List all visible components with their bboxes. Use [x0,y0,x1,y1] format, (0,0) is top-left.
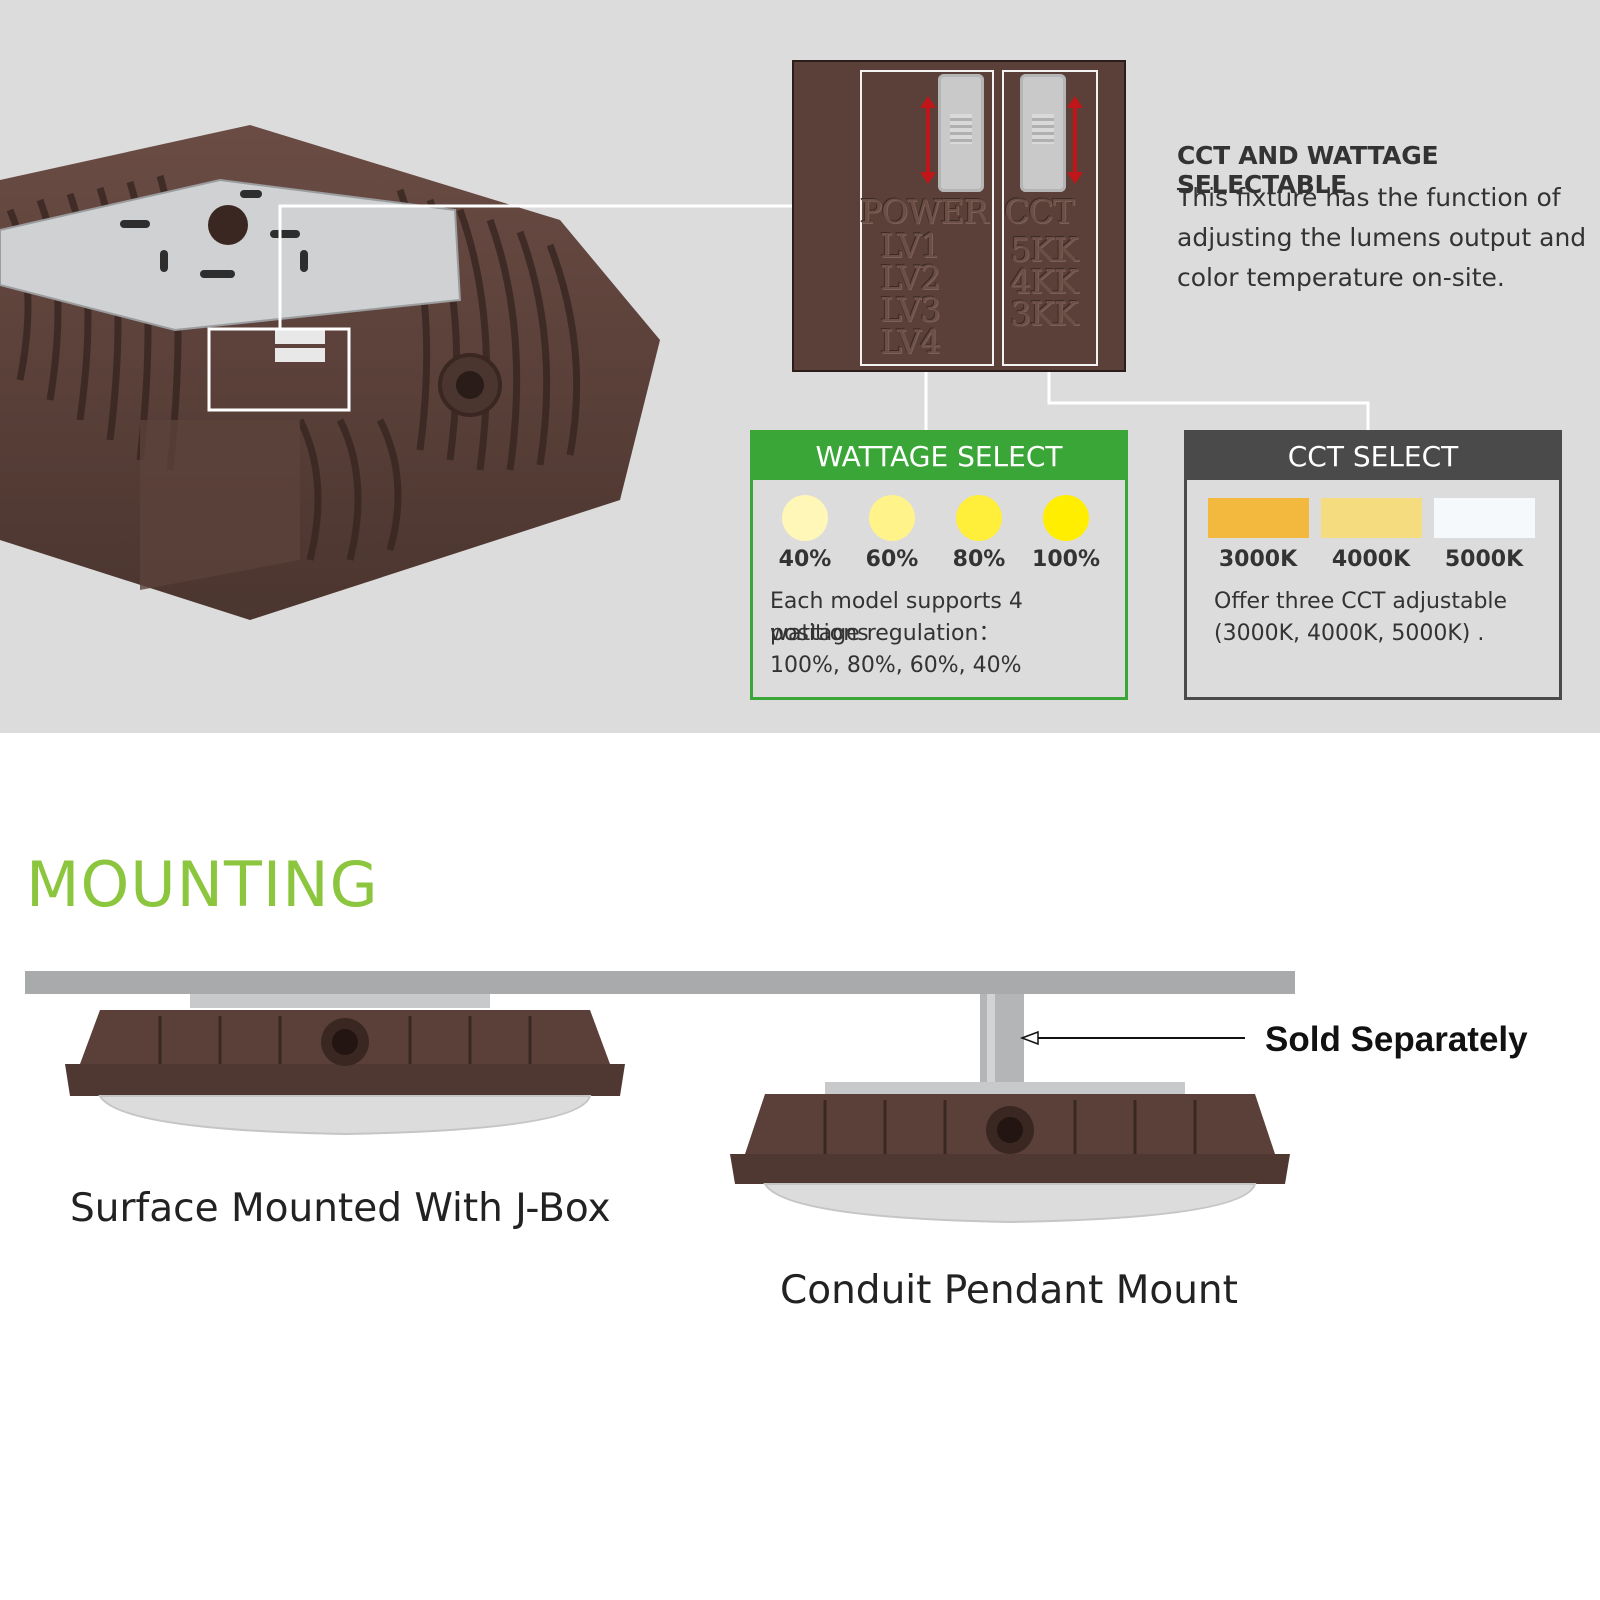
wattage-note-line-2: wattage regulation： [770,621,1001,646]
cct-wattage-description: This fixture has the function of adjusti… [1177,183,1587,292]
power-level-1: LV1 [880,226,941,265]
wattage-40-label: 40% [778,547,832,572]
cct-5000k-label: 5000K [1444,547,1524,572]
ceiling-surface [25,971,1295,994]
wattage-60-dot [869,495,915,541]
power-selector-frame [860,70,994,366]
power-level-4: LV4 [880,322,941,361]
wattage-60-label: 60% [865,547,919,572]
selector-closeup: POWER LV1 LV2 LV3 LV4 CCT 5KK 4KK 3KK [792,60,1126,372]
wattage-100-label: 100% [1032,547,1100,572]
cct-level-5k: 5KK [1010,230,1078,269]
surface-mount-caption: Surface Mounted With J-Box [70,1186,611,1231]
power-switch[interactable] [938,74,984,192]
wattage-80-dot [956,495,1002,541]
wattage-select-box: WATTAGE SELECT 40% 60% 80% 100% Each mod… [750,430,1128,700]
wattage-40-dot [782,495,828,541]
sold-separately-label: Sold Separately [1265,1020,1528,1059]
pendant-mount-caption: Conduit Pendant Mount [780,1268,1238,1313]
mounting-heading: MOUNTING [26,848,379,921]
fixture-back-illustration [0,125,660,620]
cct-5000k-swatch [1434,498,1535,538]
cct-4000k-swatch [1321,498,1422,538]
power-emboss-label: POWER [860,192,988,231]
power-adjust-arrow-icon [920,96,936,184]
pendant-mount-fixture-illustration [730,994,1290,1224]
callout-lines [207,204,1370,430]
wattage-note-line-3: 100%, 80%, 60%, 40% [770,653,1022,678]
wattage-note-line-1: Each model supports 4 positions [770,589,1023,646]
cct-level-3k: 3KK [1010,294,1078,333]
cct-4000k-label: 4000K [1331,547,1411,572]
cct-switch[interactable] [1020,74,1066,192]
wattage-80-label: 80% [952,547,1006,572]
cct-select-title: CCT SELECT [1187,433,1559,480]
surface-mount-fixture-illustration [65,994,625,1136]
cct-adjust-arrow-icon [1067,96,1083,184]
cct-selector-frame [1002,70,1098,366]
power-level-2: LV2 [880,258,941,297]
wattage-select-title: WATTAGE SELECT [753,433,1125,480]
cct-emboss-label: CCT [1004,192,1075,231]
cct-level-4k: 4KK [1010,262,1078,301]
wattage-100-dot [1043,495,1089,541]
sold-separately-pointer-icon [1020,1030,1245,1046]
cct-3000k-label: 3000K [1218,547,1298,572]
cct-note-line-1: Offer three CCT adjustable [1214,589,1508,614]
cct-wattage-heading: CCT AND WATTAGE SELECTABLE [1177,141,1439,199]
cct-select-box: CCT SELECT 3000K 4000K 5000K Offer three… [1184,430,1562,700]
cct-3000k-swatch [1208,498,1309,538]
cct-note-line-2: (3000K, 4000K, 5000K) . [1214,621,1485,646]
power-level-3: LV3 [880,290,941,329]
